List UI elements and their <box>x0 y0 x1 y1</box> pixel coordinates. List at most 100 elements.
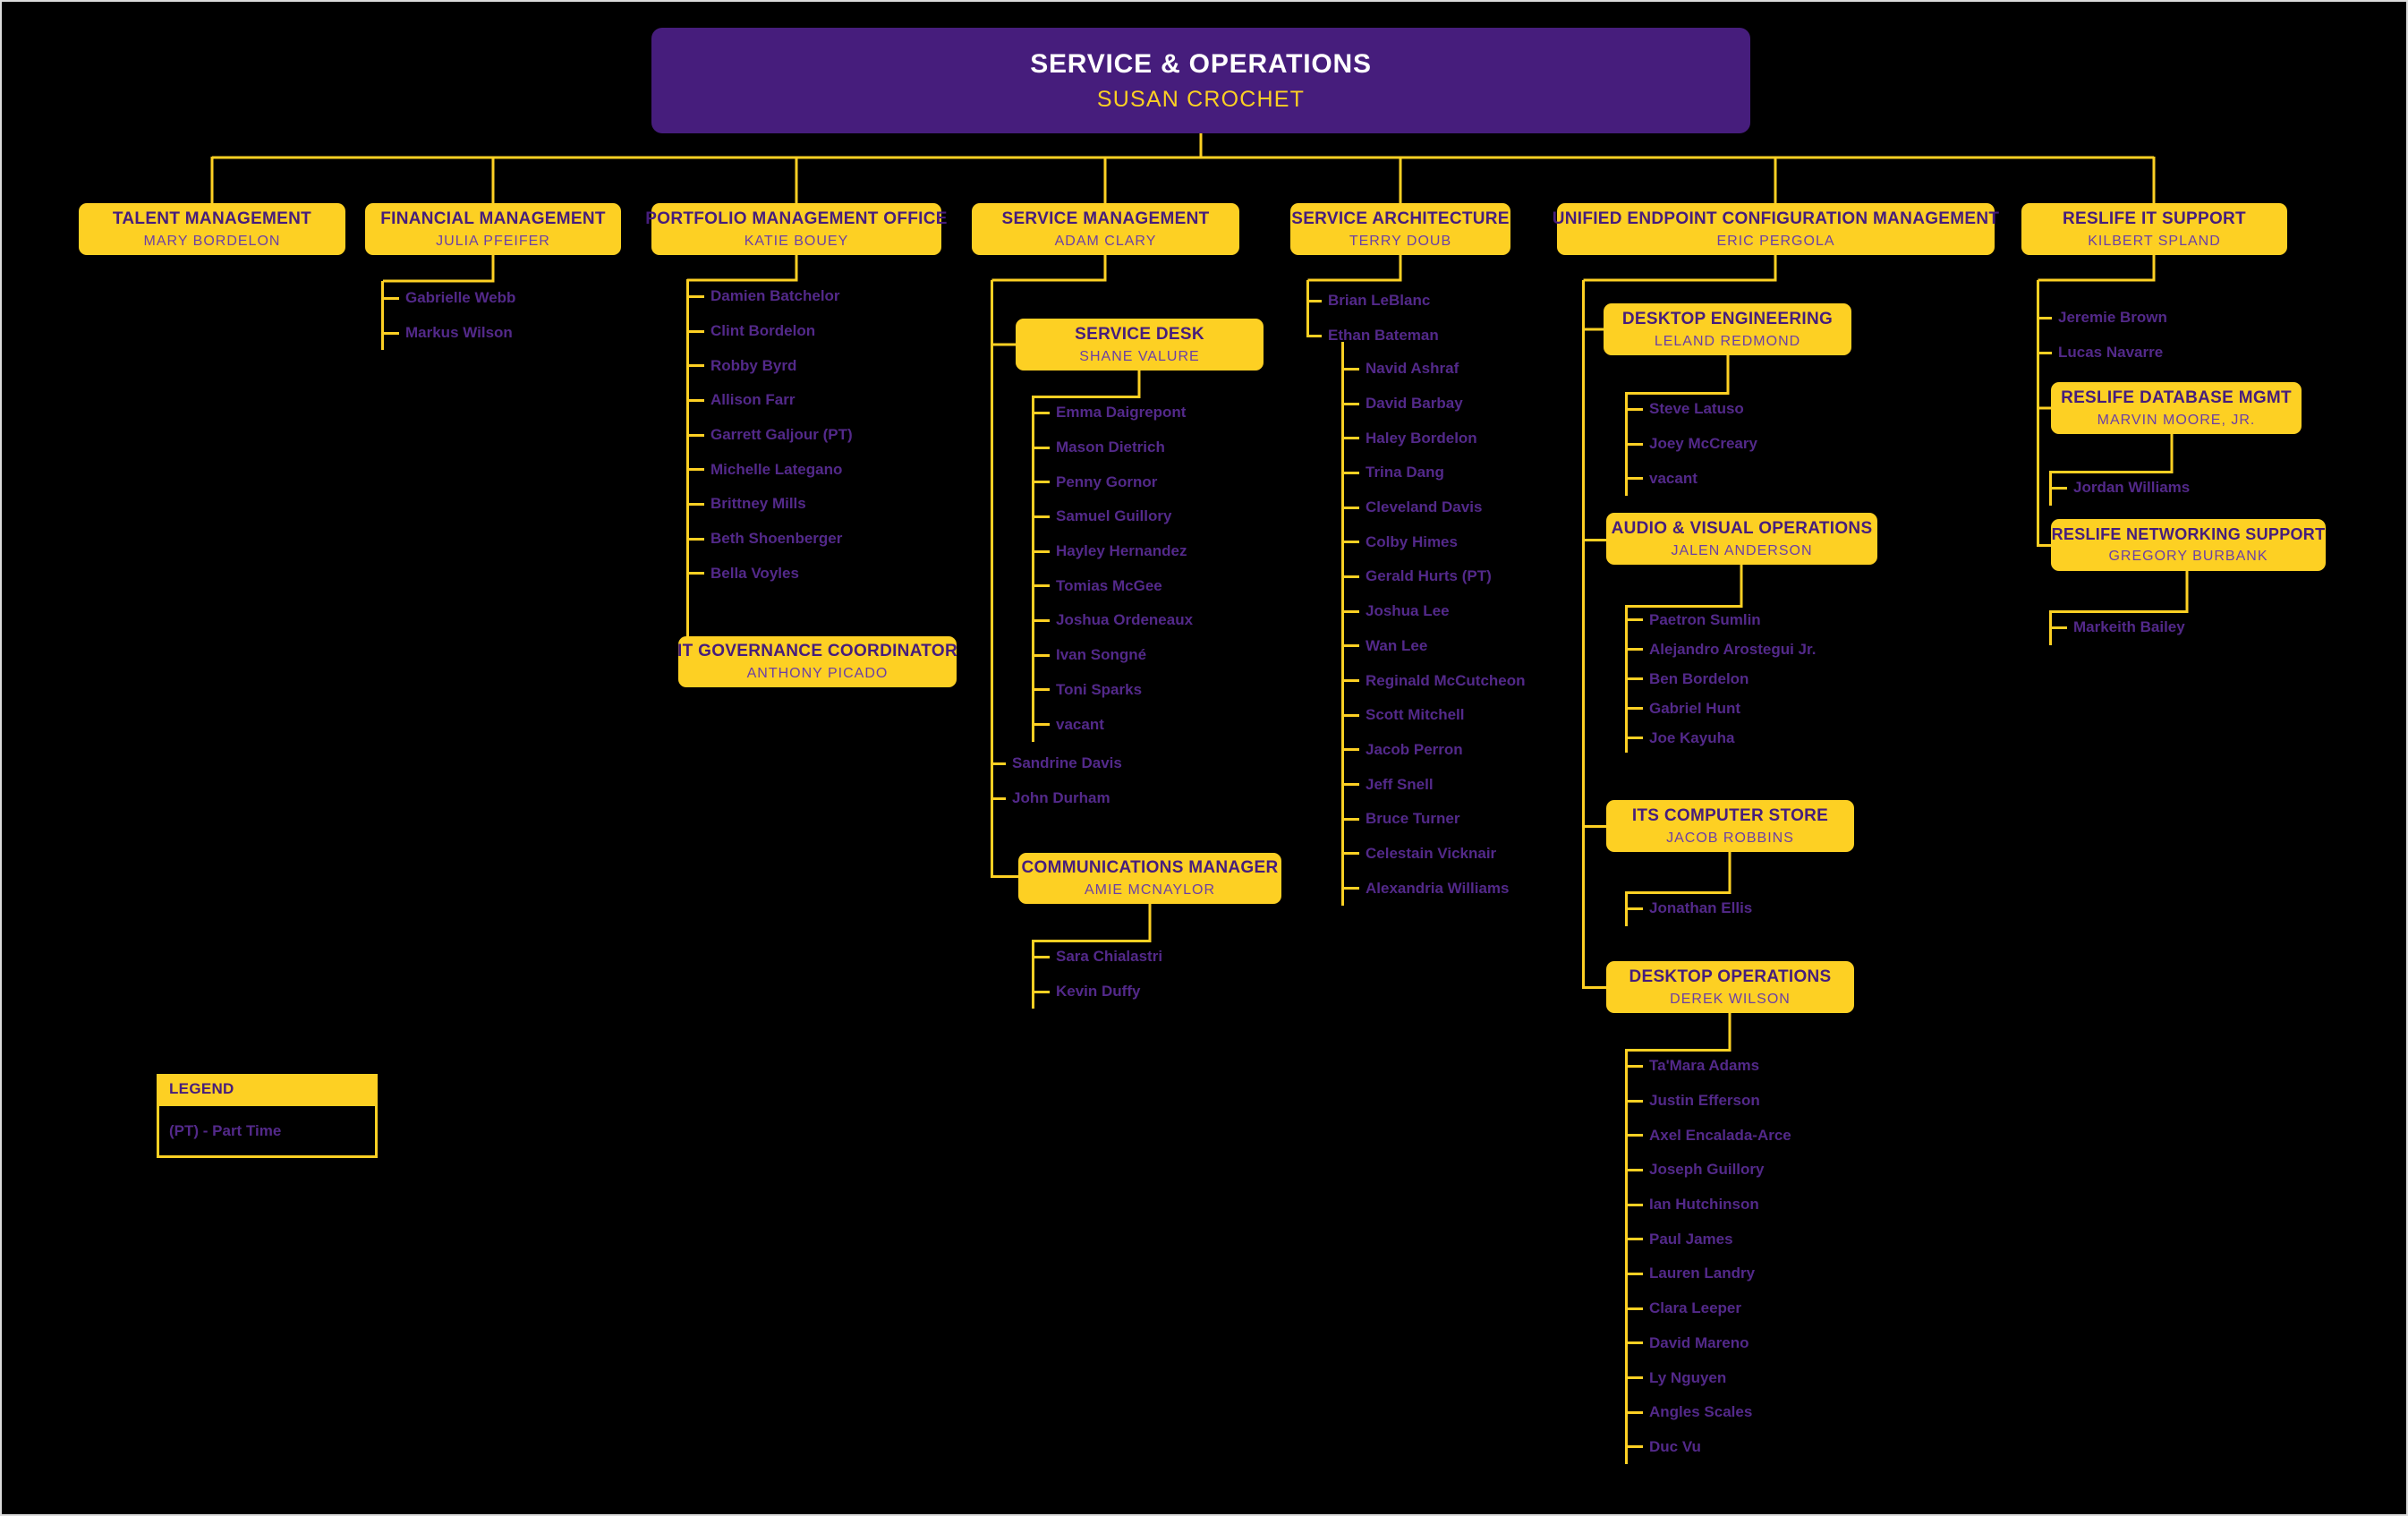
staff-name: David Barbay <box>1344 387 1526 422</box>
staff-name: Jeremie Brown <box>2037 301 2167 336</box>
dept-name: JULIA PFEIFER <box>436 233 550 249</box>
reslife-database-staff-list: Jordan Williams <box>2049 471 2190 506</box>
staff-name: Trina Dang <box>1344 456 1526 490</box>
staff-name: Navid Ashraf <box>1344 352 1526 387</box>
legend-body: (PT) - Part Time <box>157 1103 378 1158</box>
staff-name: Michelle Lategano <box>689 452 853 487</box>
its-computer-store-box: ITS COMPUTER STORE JACOB ROBBINS <box>1606 800 1854 852</box>
staff-name: Joshua Ordeneaux <box>1034 603 1193 638</box>
service-management-box: SERVICE MANAGEMENT ADAM CLARY <box>972 203 1239 255</box>
dept-name: ERIC PERGOLA <box>1716 233 1835 249</box>
dept-title: IT GOVERNANCE COORDINATOR <box>677 642 957 660</box>
staff-name: Scott Mitchell <box>1344 698 1526 733</box>
staff-name: Sara Chialastri <box>1034 940 1162 975</box>
bateman-team-list: Navid Ashraf David Barbay Haley Bordelon… <box>1341 352 1526 906</box>
staff-name: Clint Bordelon <box>689 314 853 349</box>
staff-name: Joshua Lee <box>1344 594 1526 629</box>
staff-name: Gabriel Hunt <box>1628 694 1816 723</box>
communications-manager-box: COMMUNICATIONS MANAGER AMIE MCNAYLOR <box>1018 853 1281 904</box>
staff-name: Bruce Turner <box>1344 802 1526 837</box>
dept-name: LELAND REDMOND <box>1654 333 1801 349</box>
dept-title: SERVICE MANAGEMENT <box>1001 209 1210 228</box>
dept-title: RESLIFE IT SUPPORT <box>2063 209 2246 228</box>
dept-title: ITS COMPUTER STORE <box>1631 805 1829 825</box>
audio-visual-operations-box: AUDIO & VISUAL OPERATIONS JALEN ANDERSON <box>1606 513 1877 565</box>
dept-name: ANTHONY PICADO <box>746 666 889 681</box>
staff-name: Justin Efferson <box>1628 1084 1791 1119</box>
computer-store-staff-list: Jonathan Ellis <box>1625 891 1752 926</box>
dept-name: MARVIN MOORE, JR. <box>2097 412 2256 428</box>
talent-management-box: TALENT MANAGEMENT MARY BORDELON <box>79 203 345 255</box>
staff-name: Steve Latuso <box>1628 392 1757 427</box>
staff-name: Axel Encalada-Arce <box>1628 1118 1791 1153</box>
root-title: SERVICE & OPERATIONS <box>1030 48 1372 79</box>
dept-name: JACOB ROBBINS <box>1666 830 1794 846</box>
dept-name: AMIE MCNAYLOR <box>1084 882 1216 898</box>
staff-name: Joey McCreary <box>1628 427 1757 462</box>
staff-name: Robby Byrd <box>689 348 853 383</box>
staff-name: Alexandria Williams <box>1344 871 1526 906</box>
dept-title: FINANCIAL MANAGEMENT <box>380 209 606 228</box>
staff-name: Mason Dietrich <box>1034 430 1193 465</box>
staff-name: Allison Farr <box>689 383 853 418</box>
dept-title: SERVICE ARCHITECTURE <box>1291 209 1510 228</box>
dept-title: SERVICE DESK <box>1075 324 1204 344</box>
staff-name: Garrett Galjour (PT) <box>689 418 853 453</box>
desktop-operations-staff-list: Ta'Mara Adams Justin Efferson Axel Encal… <box>1625 1049 1791 1465</box>
dept-title: PORTFOLIO MANAGEMENT OFFICE <box>645 209 948 228</box>
dept-title: TALENT MANAGEMENT <box>112 209 312 228</box>
dept-title: DESKTOP ENGINEERING <box>1621 309 1834 328</box>
staff-name: Ly Nguyen <box>1628 1360 1791 1395</box>
reslife-networking-support-box: RESLIFE NETWORKING SUPPORT GREGORY BURBA… <box>2051 519 2326 571</box>
root-box: SERVICE & OPERATIONS SUSAN CROCHET <box>651 28 1750 133</box>
it-governance-coordinator-box: IT GOVERNANCE COORDINATOR ANTHONY PICADO <box>677 636 957 687</box>
staff-name: Emma Daigrepont <box>1034 396 1193 430</box>
staff-name: Tomias McGee <box>1034 568 1193 603</box>
staff-name: Clara Leeper <box>1628 1291 1791 1326</box>
staff-name: Markus Wilson <box>384 316 515 351</box>
staff-name: Beth Shoenberger <box>689 522 853 557</box>
legend-header: LEGEND <box>157 1074 378 1103</box>
staff-name: Lauren Landry <box>1628 1256 1791 1291</box>
staff-name: Brian LeBlanc <box>1306 284 1439 319</box>
staff-name: Jordan Williams <box>2052 471 2190 506</box>
staff-name: Paetron Sumlin <box>1628 605 1816 635</box>
dept-title: COMMUNICATIONS MANAGER <box>1021 858 1279 877</box>
staff-name: Gerald Hurts (PT) <box>1344 559 1526 594</box>
av-operations-staff-list: Paetron Sumlin Alejandro Arostegui Jr. B… <box>1625 605 1816 753</box>
financial-management-box: FINANCIAL MANAGEMENT JULIA PFEIFER <box>365 203 621 255</box>
staff-name: Damien Batchelor <box>689 279 853 314</box>
staff-name: vacant <box>1628 461 1757 496</box>
reslife-networking-staff-list: Markeith Bailey <box>2049 610 2185 645</box>
dept-name: MARY BORDELON <box>143 233 281 249</box>
staff-name: Brittney Mills <box>689 487 853 522</box>
staff-name: Jeff Snell <box>1344 767 1526 802</box>
staff-name: Angles Scales <box>1628 1395 1791 1430</box>
staff-name: Ivan Songné <box>1034 638 1193 673</box>
staff-name: Penny Gornor <box>1034 464 1193 499</box>
staff-name: Colby Himes <box>1344 524 1526 559</box>
communications-staff-list: Sara Chialastri Kevin Duffy <box>1032 940 1162 1009</box>
staff-name: Kevin Duffy <box>1034 975 1162 1009</box>
dept-title: RESLIFE NETWORKING SUPPORT <box>2051 525 2326 543</box>
staff-name: vacant <box>1034 707 1193 742</box>
dept-name: KILBERT SPLAND <box>2088 233 2221 249</box>
dept-title: DESKTOP OPERATIONS <box>1629 967 1832 986</box>
financial-staff-list: Gabrielle Webb Markus Wilson <box>381 281 515 351</box>
staff-name: David Mareno <box>1628 1326 1791 1361</box>
dept-name: SHANE VALURE <box>1079 348 1200 364</box>
staff-name: Samuel Guillory <box>1034 499 1193 534</box>
staff-name: Jonathan Ellis <box>1628 891 1752 926</box>
staff-name: Duc Vu <box>1628 1430 1791 1465</box>
legend-item: (PT) - Part Time <box>169 1121 282 1139</box>
staff-name: Sandrine Davis <box>991 746 1122 781</box>
reslife-it-support-box: RESLIFE IT SUPPORT KILBERT SPLAND <box>2021 203 2287 255</box>
staff-name: Ian Hutchinson <box>1628 1188 1791 1222</box>
staff-name: Alejandro Arostegui Jr. <box>1628 635 1816 664</box>
dept-name: ADAM CLARY <box>1054 233 1157 249</box>
dept-name: TERRY DOUB <box>1349 233 1452 249</box>
staff-name: Ben Bordelon <box>1628 664 1816 694</box>
dept-title: RESLIFE DATABASE MGMT <box>2061 388 2292 407</box>
dept-name: DEREK WILSON <box>1670 991 1791 1007</box>
